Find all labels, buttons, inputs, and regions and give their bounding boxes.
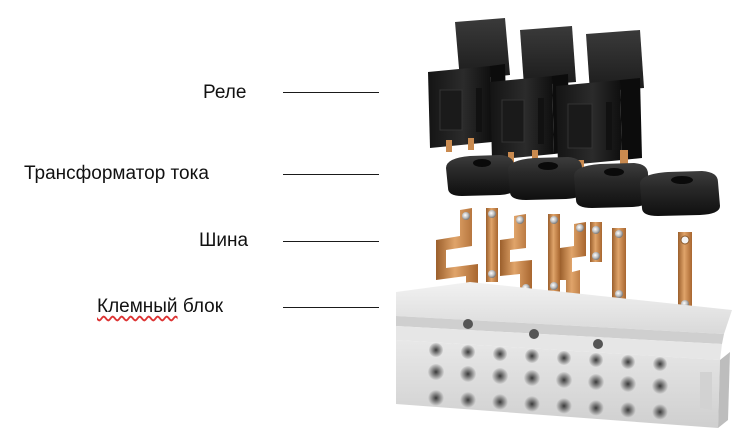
terminal-holes-row-2 xyxy=(428,364,668,394)
busbar-3 xyxy=(500,214,532,296)
label-relay: Реле xyxy=(203,82,247,103)
busbar-6 xyxy=(590,222,602,262)
current-transformer-2 xyxy=(508,157,584,200)
busbar-7 xyxy=(612,228,626,302)
busbar-2 xyxy=(486,208,498,282)
relay-3 xyxy=(556,30,644,172)
busbar-8 xyxy=(678,232,692,312)
leader-line-current-transformer xyxy=(283,174,379,175)
relay-group xyxy=(428,18,644,172)
current-transformer-4 xyxy=(640,171,720,216)
current-transformer-1 xyxy=(446,155,516,196)
label-current-transformer: Трансформатор тока xyxy=(24,163,209,184)
terminal-block xyxy=(396,282,732,428)
leader-line-relay xyxy=(283,92,379,93)
terminal-holes-row-3 xyxy=(428,390,668,420)
terminal-holes-row-1 xyxy=(429,343,667,371)
current-transformer-group xyxy=(446,155,720,216)
busbar-group xyxy=(436,208,692,312)
busbar-1 xyxy=(436,208,478,298)
leader-line-terminal-block xyxy=(283,307,379,308)
label-terminal-block-word1: Клемный xyxy=(97,296,178,317)
label-terminal-block: Клемный блок xyxy=(97,296,223,318)
busbar-4 xyxy=(548,214,560,292)
leader-line-busbar xyxy=(283,241,379,242)
label-terminal-block-word2: блок xyxy=(177,296,224,317)
current-transformer-3 xyxy=(574,163,650,208)
busbar-5 xyxy=(560,222,586,306)
label-busbar: Шина xyxy=(199,230,249,251)
